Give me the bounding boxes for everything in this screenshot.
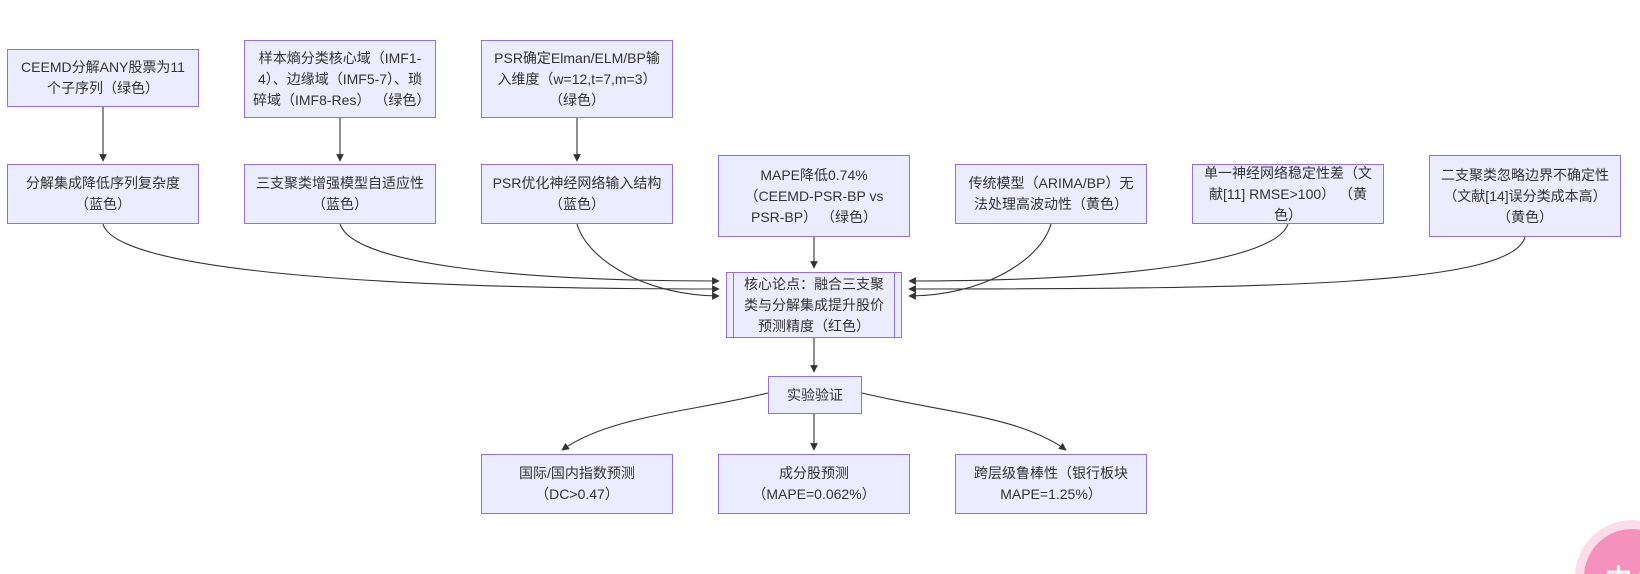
node-constituent-prediction: 成分股预测（MAPE=0.062%） xyxy=(718,454,910,514)
node-psr-optimize-structure: PSR优化神经网络输入结构（蓝色） xyxy=(481,164,673,224)
node-core-thesis: 核心论点：融合三支聚类与分解集成提升股价预测精度（红色） xyxy=(726,272,902,338)
node-index-prediction: 国际/国内指数预测（DC>0.47） xyxy=(481,454,673,514)
node-crosslevel-robustness: 跨层级鲁棒性（银行板块 MAPE=1.25%） xyxy=(955,454,1147,514)
edge-experiment-to-index xyxy=(561,392,769,451)
node-psr-input-dimension: PSR确定Elman/ELM/BP输入维度（w=12,t=7,m=3） （绿色） xyxy=(481,40,673,118)
node-single-nn-unstable: 单一神经网络稳定性差（文献[11] RMSE>100） （黄色） xyxy=(1192,164,1384,224)
node-sample-entropy-domains: 样本熵分类核心域（IMF1-4）、边缘域（IMF5-7）、琐碎域（IMF8-Re… xyxy=(244,40,436,118)
edge-singlenn-to-core xyxy=(908,223,1289,285)
edge-twoway-to-core xyxy=(908,236,1526,293)
node-twoway-boundary-uncertainty: 二支聚类忽略边界不确定性（文献[14]误分类成本高）（黄色） xyxy=(1429,155,1621,237)
edge-complexity-to-core xyxy=(102,223,720,293)
node-decompose-reduce-complexity: 分解集成降低序列复杂度（蓝色） xyxy=(7,164,199,224)
edge-traditional-to-core xyxy=(908,223,1052,300)
node-ceemd-decompose: CEEMD分解ANY股票为11个子序列（绿色） xyxy=(7,49,199,107)
node-mape-reduction: MAPE降低0.74%（CEEMD-PSR-BP vs PSR-BP） （绿色） xyxy=(718,155,910,237)
edge-experiment-to-robustness xyxy=(861,392,1067,451)
node-threeway-adaptivity: 三支聚类增强模型自适应性（蓝色） xyxy=(244,164,436,224)
edge-structure-to-core xyxy=(576,223,720,300)
edge-adaptive-to-core xyxy=(339,223,720,285)
node-traditional-model-limit: 传统模型（ARIMA/BP）无法处理高波动性（黄色） xyxy=(955,164,1147,224)
node-experiment-validation: 实验验证 xyxy=(768,376,862,414)
